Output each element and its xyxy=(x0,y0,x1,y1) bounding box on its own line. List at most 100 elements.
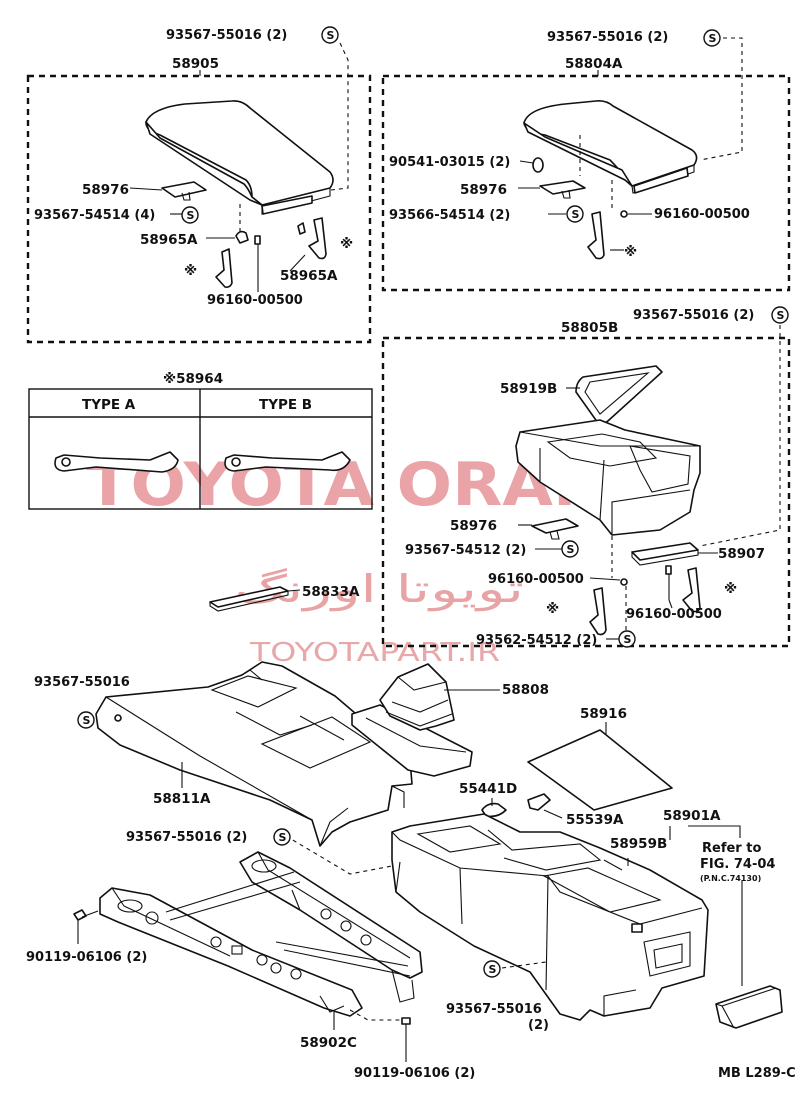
mat-58916 xyxy=(527,722,673,811)
mat-58833A xyxy=(209,586,301,612)
label-console: 58901A xyxy=(663,808,721,824)
svg-text:S: S xyxy=(572,208,580,221)
reference-line1: Refer to xyxy=(702,841,761,856)
symbol-s-g3-screw: S xyxy=(561,540,579,558)
svg-text:S: S xyxy=(489,963,497,976)
group-58804A-frame xyxy=(381,74,791,292)
label-g2-screw: 93566-54514 (2) xyxy=(389,208,510,223)
label-g1-latch2: 58965A xyxy=(280,268,338,284)
label-g2-bolt: 93567-55016 (2) xyxy=(547,30,668,45)
reference-line3: (P.N.C.74130) xyxy=(700,874,761,883)
label-bracket: 58902C xyxy=(300,1035,357,1051)
group-58804A: 58804A xyxy=(381,37,791,292)
label-boot: 58808 xyxy=(502,682,549,698)
label-console-bolt: 93567-55016 xyxy=(446,1002,542,1017)
label-console-bolt-qty: (2) xyxy=(528,1018,549,1033)
symbol-s-g3-screw2: S xyxy=(618,630,636,648)
latch-right xyxy=(297,222,306,235)
watermark-site: TOYOTAPART.IR xyxy=(249,638,500,668)
bracket-58902C xyxy=(99,851,423,1030)
label-bolt-b: 90119-06106 (2) xyxy=(354,1066,475,1081)
label-g3-screw: 93567-54512 (2) xyxy=(405,543,526,558)
lock-bar-3a xyxy=(589,587,607,636)
label-g1-hinge: 58976 xyxy=(82,182,129,198)
bolt-90119-b xyxy=(401,1017,411,1062)
console-58901A xyxy=(391,813,741,1021)
label-clip: 58959B xyxy=(610,836,667,852)
label-g3-hinge: 58976 xyxy=(450,518,497,534)
group-58805B-frame xyxy=(381,336,791,648)
figure-code: MB L289-C xyxy=(718,1066,796,1081)
reference-line2: FIG. 74-04 xyxy=(700,857,775,872)
svg-text:S: S xyxy=(777,309,785,322)
hinge-plate xyxy=(161,181,207,198)
label-g1-screw: 93567-54514 (4) xyxy=(34,208,155,223)
label-g3-nut2: 96160-00500 xyxy=(626,607,722,622)
svg-text:S: S xyxy=(279,831,287,844)
label-g1-nut: 96160-00500 xyxy=(207,293,303,308)
symbol-s-g3-bolt: S xyxy=(771,306,789,324)
type-b-header: TYPE B xyxy=(259,397,312,413)
clip-90541 xyxy=(532,157,544,173)
lock-bar-left xyxy=(215,248,233,288)
knob-55539A xyxy=(527,793,551,811)
label-g1-latch: 58965A xyxy=(140,232,198,248)
label-g2-nut: 96160-00500 xyxy=(654,207,750,222)
type-b-bar xyxy=(224,451,351,472)
symbol-s-bracket-bolt: S xyxy=(273,828,291,846)
label-left-bolt: 93567-55016 xyxy=(34,675,130,690)
type-a-bar xyxy=(54,451,179,473)
label-tray-mat: 58916 xyxy=(580,706,627,722)
label-panel: 58811A xyxy=(153,791,211,807)
symbol-s-g1-screw: S xyxy=(181,206,199,224)
type-table: ※58964 TYPE A TYPE B xyxy=(28,371,373,510)
svg-text:S: S xyxy=(624,633,632,646)
cup-55441D xyxy=(481,802,507,818)
label-g1-bolt: 93567-55016 (2) xyxy=(166,28,287,43)
symbol-s-console-bolt: S xyxy=(483,960,501,978)
label-g2-clip: 90541-03015 (2) xyxy=(389,155,510,170)
svg-text:S: S xyxy=(327,29,335,42)
type-table-title: ※58964 xyxy=(163,371,223,387)
symbol-s-left-bolt: S xyxy=(77,711,95,729)
group-58905-frame xyxy=(26,74,372,344)
armrest-lid-58905 xyxy=(145,100,334,215)
label-cup: 55441D xyxy=(459,781,517,797)
group-58905-title: 58905 xyxy=(172,56,219,72)
label-g2-hinge: 58976 xyxy=(460,182,507,198)
symbol-s-g1-bolt: S xyxy=(321,26,339,44)
group-58905: 58905 xyxy=(26,42,372,344)
star-g1-left: ※ xyxy=(184,263,197,279)
console-box-58805B xyxy=(515,419,701,536)
hinge-plate-2 xyxy=(539,180,586,195)
plate-58907 xyxy=(631,542,699,561)
star-g2: ※ xyxy=(624,244,637,260)
label-g3-nut1: 96160-00500 xyxy=(488,572,584,587)
star-g3-left: ※ xyxy=(546,601,559,617)
svg-text:S: S xyxy=(567,543,575,556)
shift-boot-58808 xyxy=(351,663,500,777)
label-mat: 58833A xyxy=(302,584,360,600)
symbol-s-g2-screw: S xyxy=(566,205,584,223)
latch-left xyxy=(235,230,249,244)
lock-bar-3b xyxy=(682,567,701,613)
label-g3-tray: 58919B xyxy=(500,381,557,397)
label-bolt-a: 90119-06106 (2) xyxy=(26,950,147,965)
hinge-plate-3 xyxy=(531,518,579,534)
star-g3-right: ※ xyxy=(724,581,737,597)
star-g1-right: ※ xyxy=(340,236,353,252)
group-58805B: 58805B xyxy=(381,320,791,648)
group-58805B-title: 58805B xyxy=(561,320,618,336)
bolt-90119-a xyxy=(73,909,99,944)
label-g3-plate: 58907 xyxy=(718,546,765,562)
panel-58811A xyxy=(95,661,413,847)
svg-text:S: S xyxy=(709,32,717,45)
tray-58919B xyxy=(575,365,663,425)
lock-bar-2 xyxy=(587,211,605,260)
cover-74130 xyxy=(715,880,783,1029)
label-knob: 55539A xyxy=(566,812,624,828)
label-g3-screw2: 93562-54512 (2) xyxy=(476,633,597,648)
lock-bar-right xyxy=(308,217,327,260)
symbol-s-g2-bolt: S xyxy=(703,29,721,47)
